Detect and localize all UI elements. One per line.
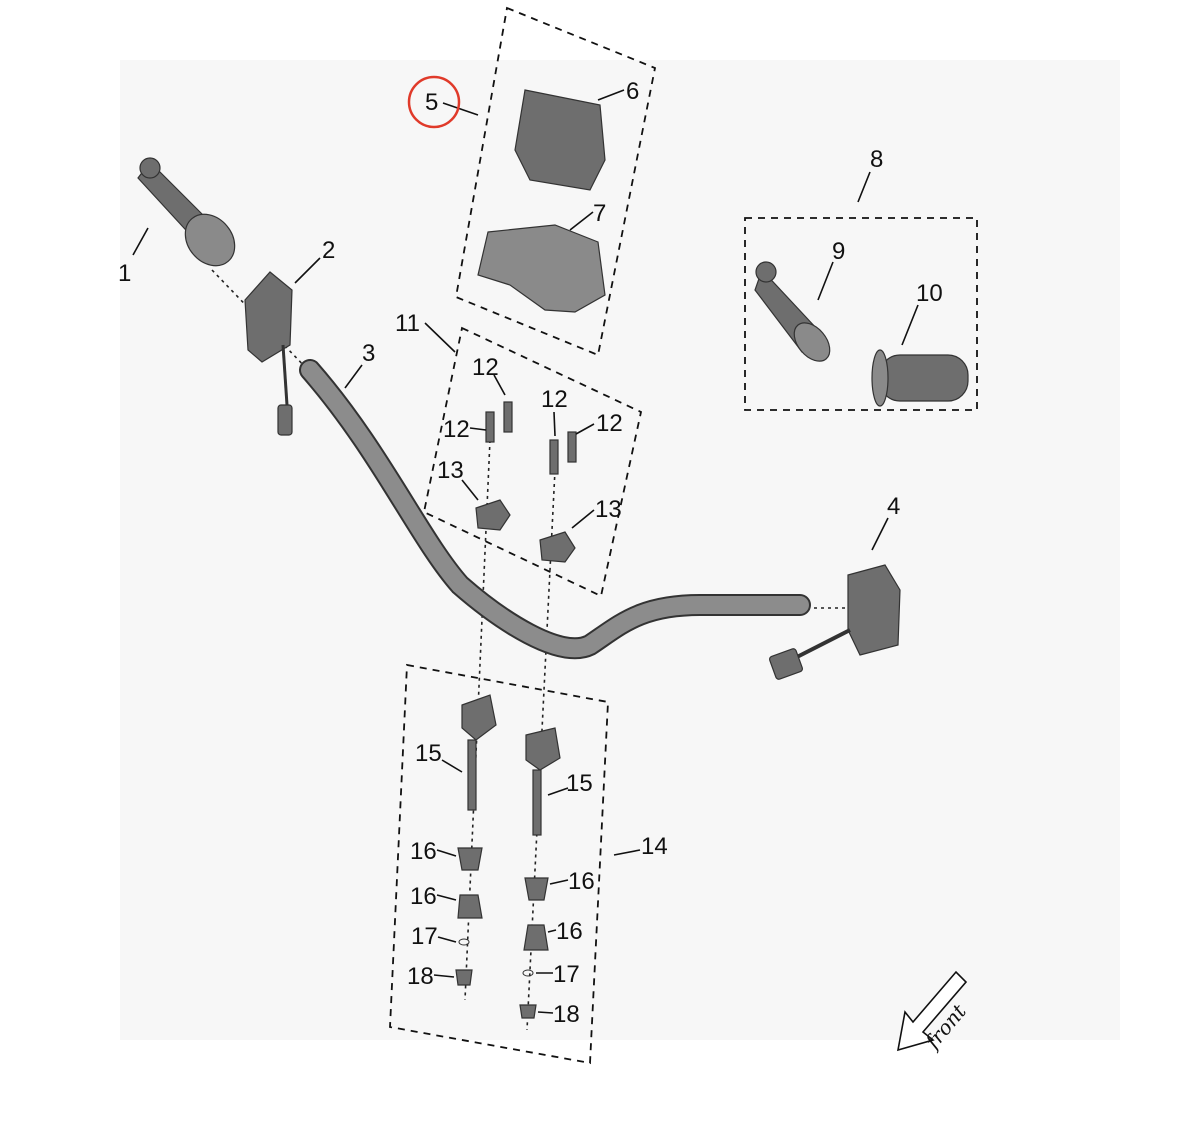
callout-10[interactable]: 10 bbox=[916, 280, 943, 307]
callout-2[interactable]: 2 bbox=[322, 237, 335, 264]
part-10-grip[interactable] bbox=[871, 349, 969, 407]
callout-5[interactable]: 5 bbox=[425, 89, 438, 116]
callout-18[interactable]: 18 bbox=[553, 1001, 580, 1028]
part-13-clamp[interactable] bbox=[539, 531, 576, 563]
callout-4[interactable]: 4 bbox=[887, 493, 900, 520]
callout-16[interactable]: 16 bbox=[568, 868, 595, 895]
callout-7[interactable]: 7 bbox=[593, 200, 606, 227]
callout-8[interactable]: 8 bbox=[870, 146, 883, 173]
part-15-riser[interactable] bbox=[461, 694, 497, 811]
callout-16[interactable]: 16 bbox=[410, 883, 437, 910]
callout-1[interactable]: 1 bbox=[118, 260, 131, 287]
highlight-circle bbox=[407, 75, 461, 129]
callout-3[interactable]: 3 bbox=[362, 340, 375, 367]
callout-12[interactable]: 12 bbox=[443, 416, 470, 443]
group-box-11 bbox=[422, 326, 643, 598]
callout-16[interactable]: 16 bbox=[556, 918, 583, 945]
callout-13[interactable]: 13 bbox=[595, 496, 622, 523]
part-13-clamp[interactable] bbox=[475, 499, 511, 531]
leader-lines bbox=[132, 89, 919, 1014]
arrow-icon bbox=[896, 970, 968, 1052]
part-6-cover[interactable] bbox=[514, 89, 606, 191]
callout-17[interactable]: 17 bbox=[411, 923, 438, 950]
callout-9[interactable]: 9 bbox=[832, 238, 845, 265]
part-1-throttle-grip[interactable] bbox=[137, 157, 245, 276]
part-16-bushings[interactable] bbox=[457, 847, 549, 951]
callout-12[interactable]: 12 bbox=[472, 354, 499, 381]
callout-16[interactable]: 16 bbox=[410, 838, 437, 865]
callout-15[interactable]: 15 bbox=[415, 740, 442, 767]
part-3-handlebar[interactable] bbox=[299, 359, 811, 660]
part-17-washers[interactable] bbox=[458, 938, 534, 977]
part-7-cover[interactable] bbox=[477, 224, 606, 313]
callout-12[interactable]: 12 bbox=[541, 386, 568, 413]
callout-12[interactable]: 12 bbox=[596, 410, 623, 437]
part-15-riser[interactable] bbox=[525, 727, 561, 836]
diagram-background bbox=[120, 60, 1120, 1040]
callout-15[interactable]: 15 bbox=[566, 770, 593, 797]
part-18-caps[interactable] bbox=[455, 969, 537, 1019]
part-12-bolts[interactable] bbox=[485, 401, 577, 475]
callout-6[interactable]: 6 bbox=[626, 78, 639, 105]
part-2-left-switch[interactable] bbox=[244, 271, 293, 436]
group-box-14 bbox=[389, 663, 609, 1065]
group-box-8 bbox=[744, 217, 978, 411]
callout-14[interactable]: 14 bbox=[641, 833, 668, 860]
part-4-right-switch[interactable] bbox=[768, 564, 901, 680]
callout-18[interactable]: 18 bbox=[407, 963, 434, 990]
callout-11[interactable]: 11 bbox=[395, 310, 420, 337]
callout-13[interactable]: 13 bbox=[437, 457, 464, 484]
group-box-5 bbox=[454, 6, 657, 357]
part-9-grip[interactable] bbox=[754, 261, 837, 368]
callout-17[interactable]: 17 bbox=[553, 961, 580, 988]
